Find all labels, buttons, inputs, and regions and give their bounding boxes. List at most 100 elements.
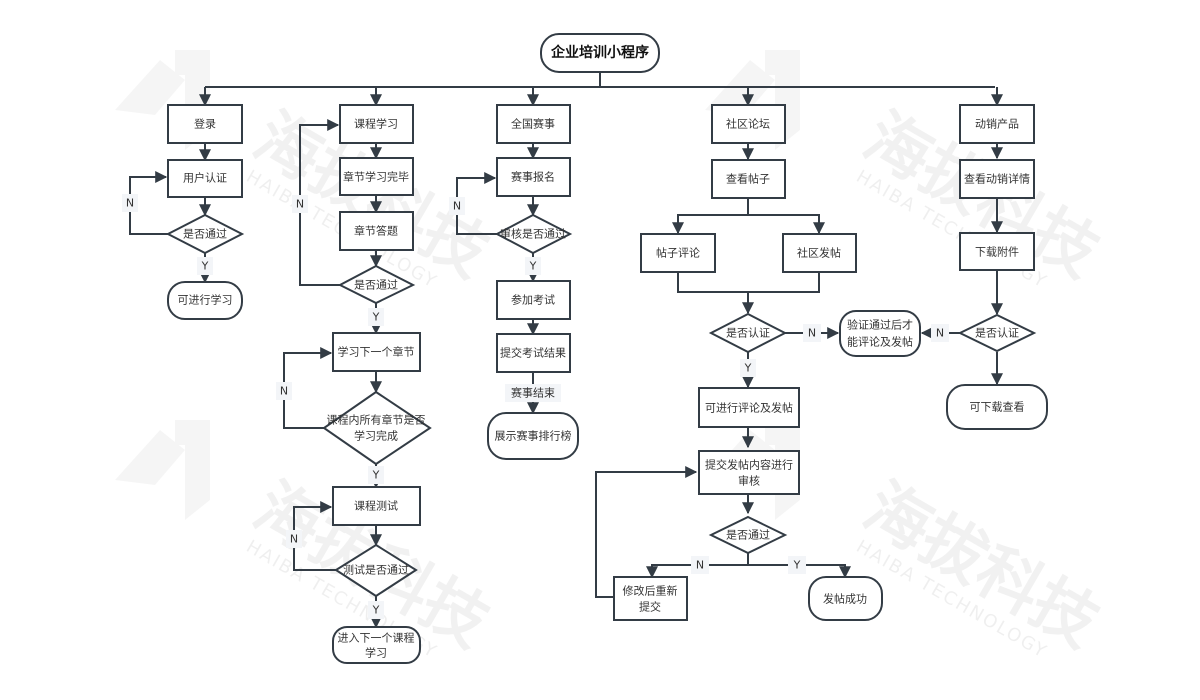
node-contest-signup[interactable]: 赛事报名	[496, 157, 571, 197]
node-user-auth[interactable]: 用户认证	[167, 159, 243, 198]
edge-to-comment	[672, 198, 749, 235]
node-submit-review[interactable]: 提交发帖内容进行 审核	[698, 450, 800, 495]
node-shape	[449, 197, 465, 215]
node-forum[interactable]: 社区论坛	[711, 104, 786, 144]
node-can-download[interactable]: 可下载查看	[946, 384, 1048, 430]
node-label: 查看动销详情	[964, 172, 1030, 186]
node-label: 可进行学习	[178, 293, 233, 307]
node-shape	[339, 157, 414, 196]
node-products[interactable]: 动销产品	[959, 104, 1035, 144]
node-label: N	[808, 327, 816, 340]
node-label: 是否认证	[726, 327, 770, 340]
decision-product-certified[interactable]: 是否认证	[957, 313, 1037, 353]
decision-forum-certified[interactable]: 是否认证	[708, 312, 788, 354]
node-shape	[339, 211, 414, 251]
node-show-ranking[interactable]: 展示赛事排行榜	[487, 412, 579, 460]
node-post-success[interactable]: 发帖成功	[808, 576, 883, 621]
node-shape	[368, 308, 384, 326]
node-next-chapter[interactable]: 学习下一个章节	[332, 332, 421, 372]
node-shape	[740, 359, 756, 377]
decision-shape	[494, 213, 573, 255]
node-label: 可下载查看	[970, 400, 1025, 414]
node-label: 学习完成	[354, 429, 398, 443]
node-national-contest[interactable]: 全国赛事	[496, 104, 571, 144]
node-shape	[698, 387, 800, 428]
node-shape	[496, 280, 571, 320]
decision-shape	[165, 213, 245, 255]
node-shape	[540, 33, 660, 73]
node-label: 学习	[365, 646, 387, 660]
decision-all-chapters-done[interactable]: 课程内所有章节是否 学习完成	[322, 390, 432, 466]
node-submit-result[interactable]: 提交考试结果	[496, 333, 571, 373]
node-comment[interactable]: 帖子评论	[640, 233, 716, 273]
decision-login-passed[interactable]: 是否通过	[165, 213, 245, 255]
label-no: N	[803, 324, 821, 342]
node-shape	[339, 104, 414, 144]
node-can-learn[interactable]: 可进行学习	[167, 281, 243, 320]
node-shape	[496, 157, 571, 197]
node-label: 验证通过后才	[847, 318, 913, 332]
node-can-post[interactable]: 可进行评论及发帖	[698, 387, 800, 428]
node-course-study[interactable]: 课程学习	[339, 104, 414, 144]
node-title[interactable]: 企业培训小程序	[540, 33, 660, 73]
node-label: 社区论坛	[726, 117, 770, 131]
decision-post-passed[interactable]: 是否通过	[708, 515, 788, 555]
node-shape	[803, 324, 821, 342]
node-label: Y	[744, 362, 752, 375]
node-shape	[788, 556, 806, 574]
node-shape	[613, 576, 688, 621]
node-shape	[167, 159, 243, 198]
node-join-exam[interactable]: 参加考试	[496, 280, 571, 320]
decision-review-passed[interactable]: 审核是否通过	[494, 213, 573, 255]
node-label: 课程测试	[354, 500, 398, 513]
node-post[interactable]: 社区发帖	[782, 233, 857, 273]
node-modify-resubmit[interactable]: 修改后重新 提交	[613, 576, 688, 621]
node-label: 帖子评论	[656, 246, 700, 260]
node-chapter-quiz[interactable]: 章节答题	[339, 211, 414, 251]
edge-merge	[677, 272, 820, 293]
label-no: N	[691, 556, 709, 574]
edge-pass-yes	[748, 564, 851, 579]
node-label: N	[453, 200, 461, 213]
decision-shape	[708, 312, 788, 354]
decision-shape	[334, 543, 418, 598]
node-shape	[496, 333, 571, 373]
label-no: N	[286, 530, 302, 548]
node-label: 是否通过	[726, 529, 770, 542]
node-course-test[interactable]: 课程测试	[332, 486, 421, 526]
node-shape	[505, 384, 561, 402]
decision-chapter-passed[interactable]: 是否通过	[337, 264, 416, 305]
node-label: 修改后重新	[623, 584, 678, 598]
node-shape	[292, 195, 308, 213]
node-label: 是否认证	[975, 327, 1019, 340]
node-product-details[interactable]: 查看动销详情	[959, 159, 1035, 199]
node-chapter-done[interactable]: 章节学习完毕	[339, 157, 414, 196]
node-next-course[interactable]: 进入下一个课程 学习	[332, 626, 421, 664]
node-label: 展示赛事排行榜	[495, 429, 572, 443]
node-label: 审核是否通过	[500, 227, 566, 241]
node-label: 学习下一个章节	[338, 345, 415, 359]
node-shape	[332, 626, 421, 664]
node-label: N	[280, 385, 288, 398]
node-label: 是否通过	[354, 279, 398, 292]
node-label: 是否通过	[183, 228, 227, 241]
node-shape	[959, 104, 1035, 144]
node-label: 章节答题	[354, 224, 398, 238]
label-no: N	[931, 324, 949, 342]
decision-shape	[708, 515, 788, 555]
node-download[interactable]: 下载附件	[959, 232, 1035, 271]
node-view-posts[interactable]: 查看帖子	[711, 159, 786, 199]
node-label: 审核	[738, 474, 760, 488]
label-no: N	[122, 194, 138, 212]
node-shape	[167, 281, 243, 320]
node-shape	[698, 450, 800, 495]
node-shape	[167, 104, 243, 144]
label-yes: Y	[368, 466, 384, 484]
node-login[interactable]: 登录	[167, 104, 243, 144]
node-verify-needed[interactable]: 验证通过后才 能评论及发帖	[839, 310, 921, 357]
node-label: 测试是否通过	[343, 564, 409, 577]
decision-test-passed[interactable]: 测试是否通过	[334, 543, 418, 598]
node-label: N	[290, 533, 298, 546]
label-yes: Y	[368, 308, 384, 326]
